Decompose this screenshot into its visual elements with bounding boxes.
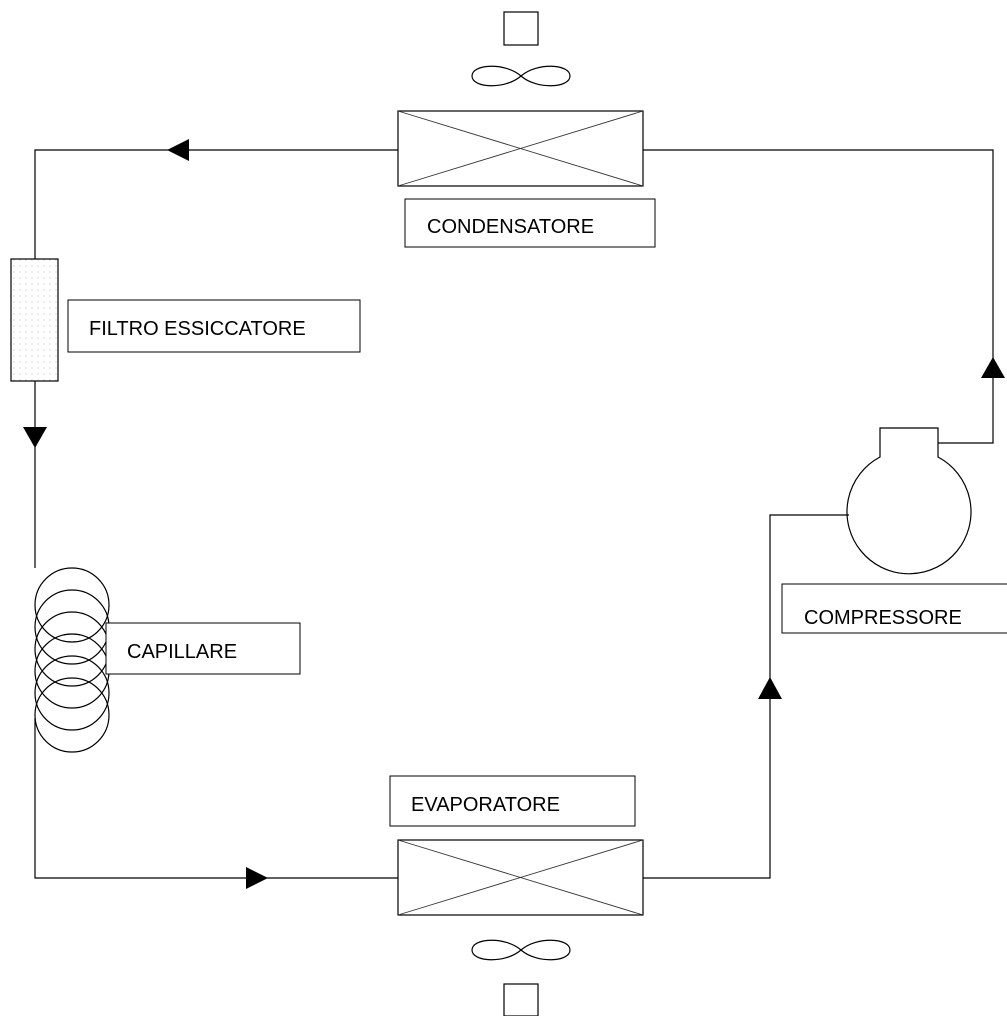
label-evaporator-box: EVAPORATORE [389,775,636,827]
compressor-body [846,427,972,575]
flow-arrow-up-suction [758,677,782,699]
label-condenser: CONDENSATORE [427,216,594,238]
label-condenser-box: CONDENSATORE [404,198,656,248]
evaporator-fan-motor-icon [503,983,539,1016]
condenser-body [397,110,644,187]
pipe-capillary-to-evaporator [34,718,398,879]
flow-arrow-right [246,867,268,889]
evaporator [397,839,644,916]
compressor [846,427,972,575]
evaporator-body [397,839,644,916]
condenser-fan-blade-icon [471,65,571,87]
filter-drier-body [10,258,59,382]
pipe-evaporator-to-compressor [643,514,849,879]
pipe-compressor-discharge [643,149,994,444]
label-capillary-box: CAPILLARE [105,622,301,675]
filter-drier [10,258,59,382]
label-compressor-box: COMPRESSORE [781,583,1007,634]
label-filter-drier: FILTRO ESSICCATORE [89,318,306,340]
label-compressor: COMPRESSORE [804,607,962,629]
evaporator-fan-blade-icon [471,939,571,961]
refrigerant-piping [34,149,994,879]
label-capillary: CAPILLARE [127,641,237,663]
flow-arrow-down [23,427,47,448]
condenser-fan [471,11,571,87]
condenser-fan-motor-icon [503,11,539,46]
flow-arrow-left [167,139,189,161]
capillary-coil [34,567,110,753]
evaporator-fan [471,939,571,1016]
flow-arrow-up-discharge [981,357,1005,378]
label-evaporator: EVAPORATORE [411,794,560,816]
condenser [397,110,644,187]
pipe-condenser-outlet [34,149,398,259]
label-filter-drier-box: FILTRO ESSICCATORE [67,299,361,353]
flow-arrows [23,139,1005,889]
